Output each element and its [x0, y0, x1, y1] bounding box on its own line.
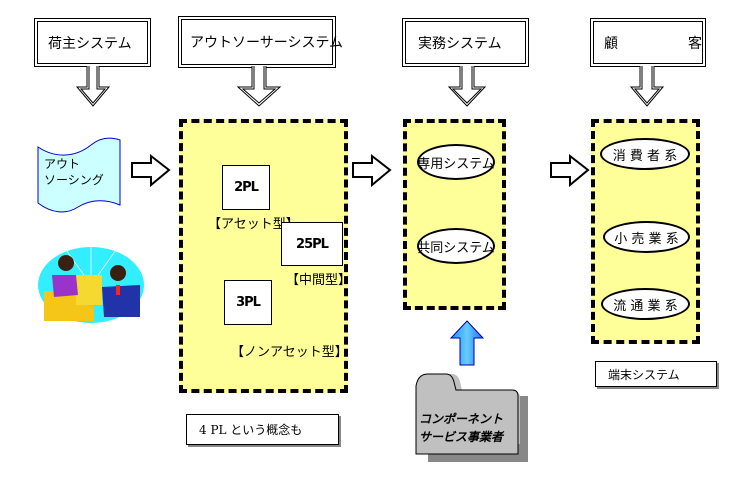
pl-box-3pl: 3PL [224, 280, 272, 325]
terminal-system-note: 端末システム [595, 361, 717, 387]
down-arrow-icon [75, 66, 111, 107]
business-people-clipart [38, 247, 144, 323]
down-arrow-icon [236, 66, 282, 107]
header-label: 顧 客 [604, 35, 702, 52]
consumer-ellipse: 消 費 者 系 [600, 138, 690, 170]
up-arrow-icon [449, 320, 485, 366]
pl-type-non-asset: 【ノンアセット型】 [231, 345, 348, 360]
distribution-ellipse: 流 通 業 系 [601, 288, 690, 320]
header-shipper-system: 荷主システム [34, 18, 151, 67]
down-arrow-icon [447, 66, 487, 107]
dedicated-system-ellipse: 専用システム [417, 144, 495, 180]
header-label: 荷主システム [48, 35, 132, 52]
component-vendor-line1: コンポーネント [419, 412, 504, 426]
header-label: 実務システム [418, 35, 502, 52]
pl-type-intermediate: 【中間型】 [286, 273, 352, 288]
header-outsourcer-system: アウトソーサーシステム [178, 16, 343, 68]
right-arrow-icon [131, 153, 171, 188]
outsourcing-label-line2: ソーシング [44, 173, 104, 187]
right-arrow-icon [550, 153, 590, 188]
header-customer: 顧 客 [590, 18, 706, 67]
outsourcing-label-line1: アウト [44, 157, 81, 171]
component-vendor-folder [415, 373, 528, 462]
down-arrow-icon [629, 66, 665, 107]
4pl-concept-note: 4 PL という概念も [186, 414, 339, 445]
header-label: アウトソーサーシステム [190, 35, 344, 51]
pl-box-2pl: 2PL [222, 165, 270, 210]
retail-ellipse: 小 売 業 系 [603, 221, 690, 253]
pl-type-asset: 【アセット型】 [208, 217, 299, 232]
pl-box-25pl: 25PL [281, 222, 343, 266]
header-business-system: 実務システム [402, 18, 529, 67]
right-arrow-icon [352, 153, 392, 188]
component-vendor-line2: サービス事業者 [419, 430, 504, 444]
outsourcing-banner [37, 137, 121, 213]
shared-system-ellipse: 共同システム [417, 228, 495, 264]
